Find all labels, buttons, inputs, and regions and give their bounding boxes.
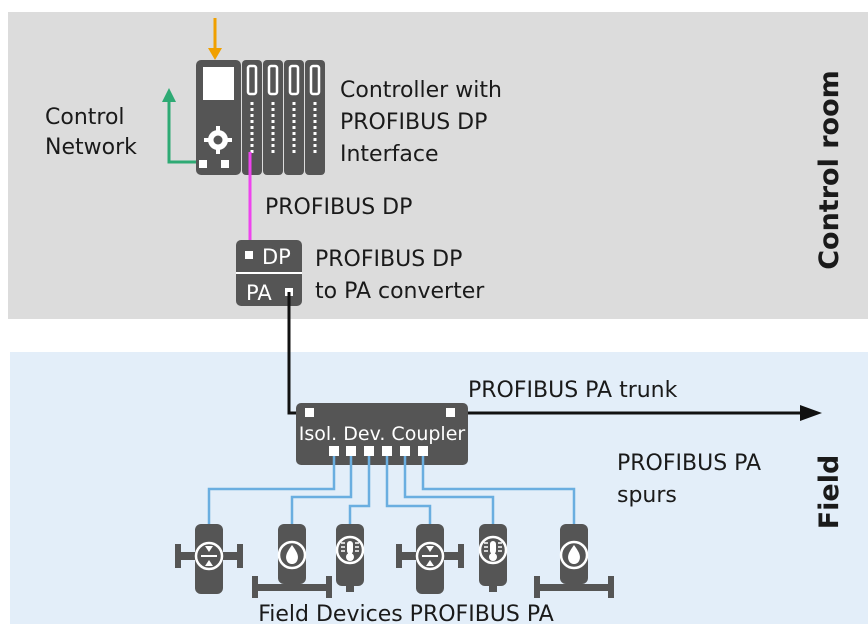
coupler-spur-port	[346, 446, 356, 456]
coupler-trunk-out-port	[446, 408, 455, 417]
spur-cable	[385, 456, 432, 528]
controller-label-line2: PROFIBUS DP	[340, 110, 487, 135]
control-network-label-line2: Network	[45, 135, 137, 160]
coupler-spur-port	[400, 446, 410, 456]
control-room-label: Control room	[814, 70, 845, 270]
coupler-spur-port	[364, 446, 374, 456]
field-label: Field	[814, 455, 845, 530]
profibus-dp-label: PROFIBUS DP	[265, 195, 412, 220]
spur-cable	[348, 456, 371, 528]
temperature-sensor-icon	[335, 524, 365, 592]
control-network-label-line1: Control	[45, 105, 125, 130]
converter-label-line2: to PA converter	[315, 279, 485, 304]
controller-settings-icon	[204, 126, 232, 154]
spur-cable	[207, 456, 336, 528]
coupler-label: Isol. Dev. Coupler	[299, 423, 466, 445]
coupler-spur-port	[418, 446, 428, 456]
coupler-spur-port	[329, 446, 339, 456]
converter-dp-port	[245, 251, 253, 259]
coupler-spur-port	[382, 446, 392, 456]
pa-trunk-label: PROFIBUS PA trunk	[468, 378, 678, 403]
controller-display	[203, 67, 234, 100]
controller-dp-port	[221, 160, 229, 168]
controller-io-module-2	[263, 60, 283, 175]
converter-dp-label: DP	[262, 245, 291, 269]
power-supply-arrow	[208, 18, 222, 60]
controller-io-module-1	[242, 60, 262, 175]
flow-meter-icon	[396, 524, 464, 594]
controller-io-module-3	[284, 60, 304, 175]
control-network-arrow	[162, 88, 200, 164]
isolating-device-coupler: Isol. Dev. Coupler	[296, 403, 468, 465]
dp-pa-converter: DP PA	[236, 240, 302, 306]
controller-io-module-4	[305, 60, 325, 175]
field-devices-label: Field Devices PROFIBUS PA	[258, 602, 554, 624]
control-room-zone	[8, 12, 868, 319]
spur-cable	[403, 456, 495, 528]
temperature-sensor-icon	[478, 524, 508, 592]
spur-cable	[421, 456, 576, 528]
controller-label-line3: Interface	[340, 142, 439, 167]
converter-label-line1: PROFIBUS DP	[315, 247, 462, 272]
pa-trunk-arrow	[455, 405, 822, 421]
controller	[196, 60, 325, 175]
controller-label-line1: Controller with	[340, 78, 502, 103]
field-devices	[175, 524, 614, 598]
level-sensor-icon	[534, 524, 614, 598]
coupler-trunk-in-port	[305, 408, 314, 417]
flow-meter-icon	[175, 524, 243, 594]
pa-spur-cables	[207, 456, 576, 528]
spurs-label-line2: spurs	[617, 483, 677, 508]
spur-cable	[290, 456, 353, 528]
level-sensor-icon	[252, 524, 332, 598]
converter-pa-label: PA	[246, 281, 272, 305]
controller-network-port	[199, 160, 207, 168]
spurs-label-line1: PROFIBUS PA	[617, 451, 761, 476]
